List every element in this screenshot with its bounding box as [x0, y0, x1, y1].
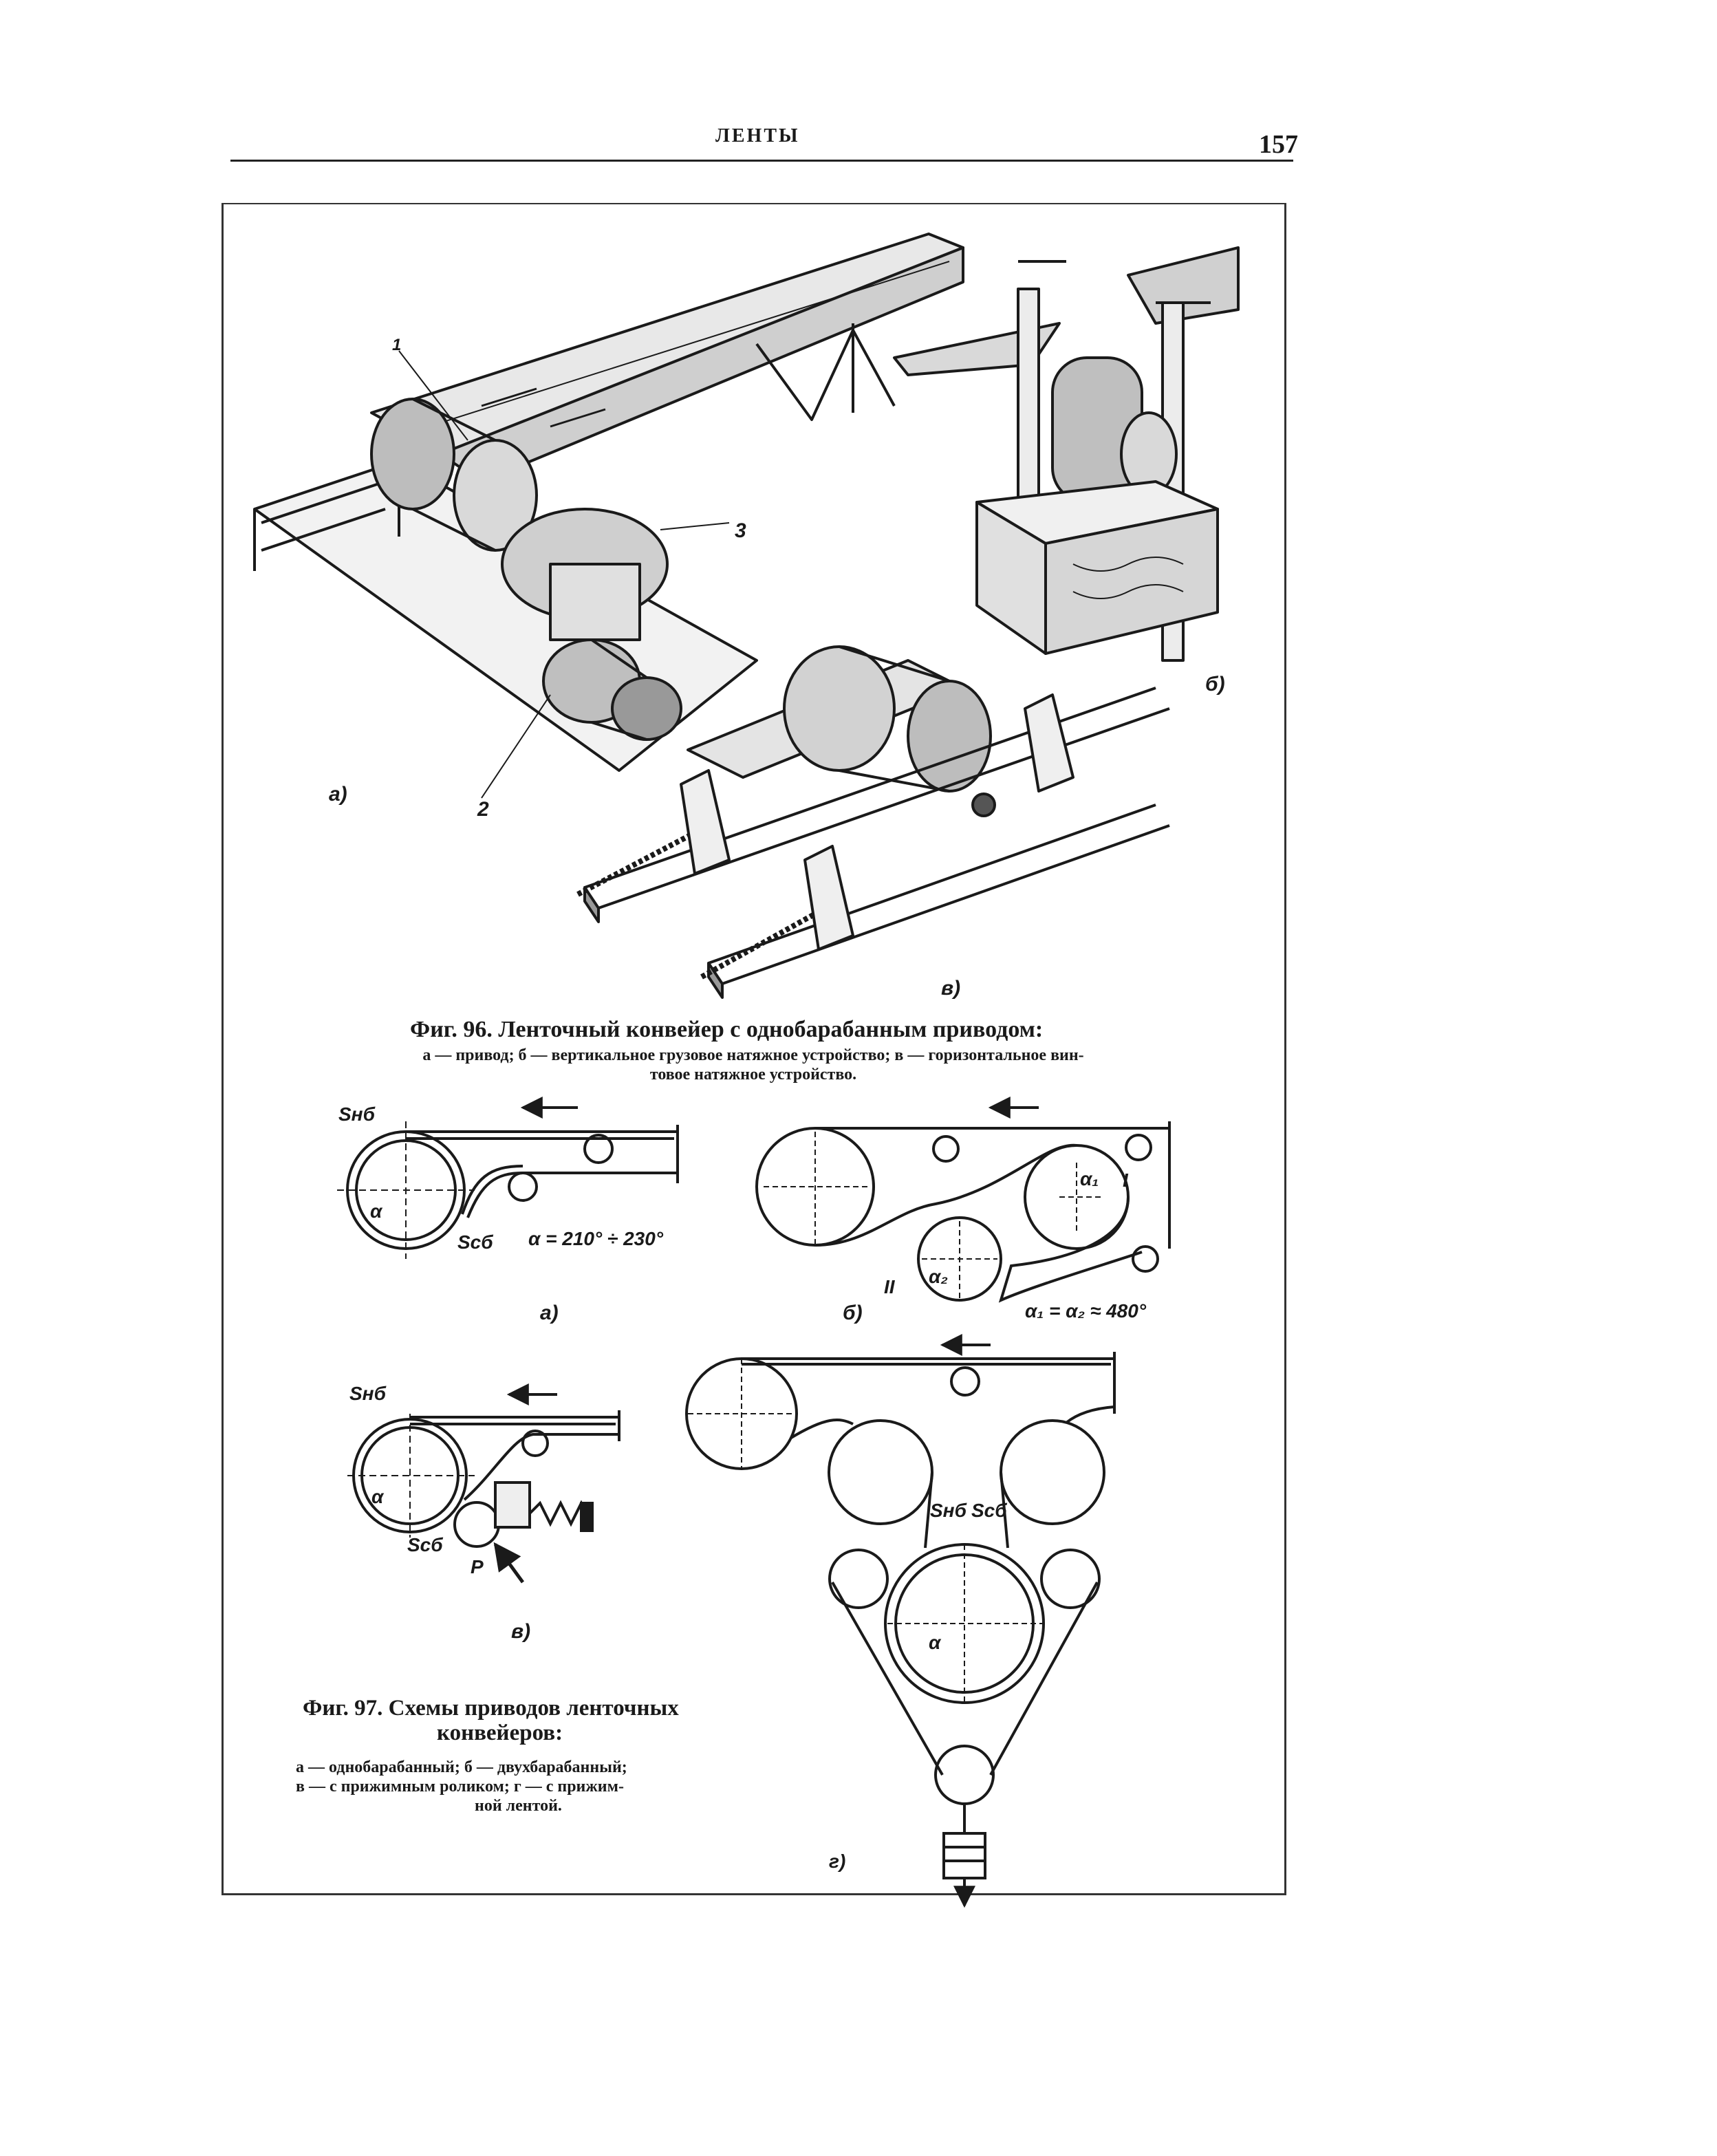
header-rule: [230, 160, 1293, 162]
figure-96-legend-line-1: а — привод; б — вертикальное грузовое на…: [422, 1046, 1084, 1064]
figure-frame: [222, 203, 1286, 1895]
scheme-b-alpha-1: α₁: [1080, 1168, 1099, 1189]
drive-unit-drawing: [253, 233, 964, 799]
scheme-v-p: P: [471, 1556, 484, 1577]
vertical-takeup-drawing: [893, 246, 1240, 662]
scheme-a-alpha: α: [370, 1200, 382, 1222]
figure-97-legend-line-2: в — с прижимным роликом; г — с прижим-: [296, 1778, 624, 1796]
scheme-g-s-nb: Sнб: [930, 1500, 967, 1521]
scheme-a-angle: α = 210° ÷ 230°: [528, 1228, 664, 1249]
panel-label-a-96: а): [329, 783, 347, 806]
figure-97-caption-line-2: конвейеров:: [437, 1721, 563, 1745]
figure-97-legend-line-3: ной лентой.: [475, 1797, 562, 1815]
callout-1: 1: [392, 336, 402, 354]
scheme-b: [755, 1097, 1171, 1303]
panel-label-v-96: в): [941, 977, 961, 1000]
scheme-v-label: в): [511, 1620, 531, 1643]
page-number: 157: [1259, 130, 1298, 159]
figure-97-caption: Фиг. 97. Схемы приводов ленточных конвей…: [303, 1696, 784, 1745]
figure-97-legend-line-1: а — однобарабанный; б — двухбарабанный;: [296, 1758, 627, 1776]
panel-label-b-96: б): [1205, 673, 1225, 696]
scheme-g-alpha: α: [929, 1632, 941, 1653]
scheme-v: [347, 1383, 620, 1584]
scheme-b-alpha-2: α₂: [929, 1266, 949, 1287]
callout-2: 2: [477, 798, 489, 821]
figure-96-legend-line-2: товое натяжное устройство.: [649, 1066, 857, 1084]
scheme-v-alpha: α: [371, 1486, 384, 1507]
figure-97-caption-line-1: Фиг. 97. Схемы приводов ленточных: [303, 1696, 679, 1721]
figure-96-legend: а — привод; б — вертикальное грузовое на…: [303, 1046, 1204, 1084]
figure-96-caption: Фиг. 96. Ленточный конвейер с однобараба…: [410, 1017, 1044, 1042]
scheme-b-roman-1: I: [1123, 1169, 1128, 1191]
scheme-g-label: г): [829, 1851, 846, 1872]
figure-97-legend: а — однобарабанный; б — двухбарабанный; …: [296, 1758, 791, 1815]
horizontal-takeup-drawing: [576, 645, 1170, 999]
scheme-v-s-sb: Sсб: [407, 1534, 443, 1555]
scheme-a-label: а): [540, 1302, 559, 1324]
scheme-g: [685, 1334, 1116, 1908]
scheme-b-roman-2: II: [884, 1276, 895, 1297]
scheme-b-angle: α₁ = α₂ ≈ 480°: [1025, 1300, 1147, 1322]
scheme-b-label: б): [843, 1302, 863, 1324]
callout-3: 3: [735, 519, 746, 542]
scheme-a-s-sb: Sсб: [457, 1231, 493, 1253]
running-header: ЛЕНТЫ: [715, 125, 800, 147]
scheme-a: [337, 1097, 679, 1259]
scheme-a-s-nb: Sнб: [338, 1103, 375, 1125]
scheme-g-s-sb: Sсб: [971, 1500, 1007, 1521]
scheme-v-s-nb: Sнб: [349, 1383, 386, 1404]
